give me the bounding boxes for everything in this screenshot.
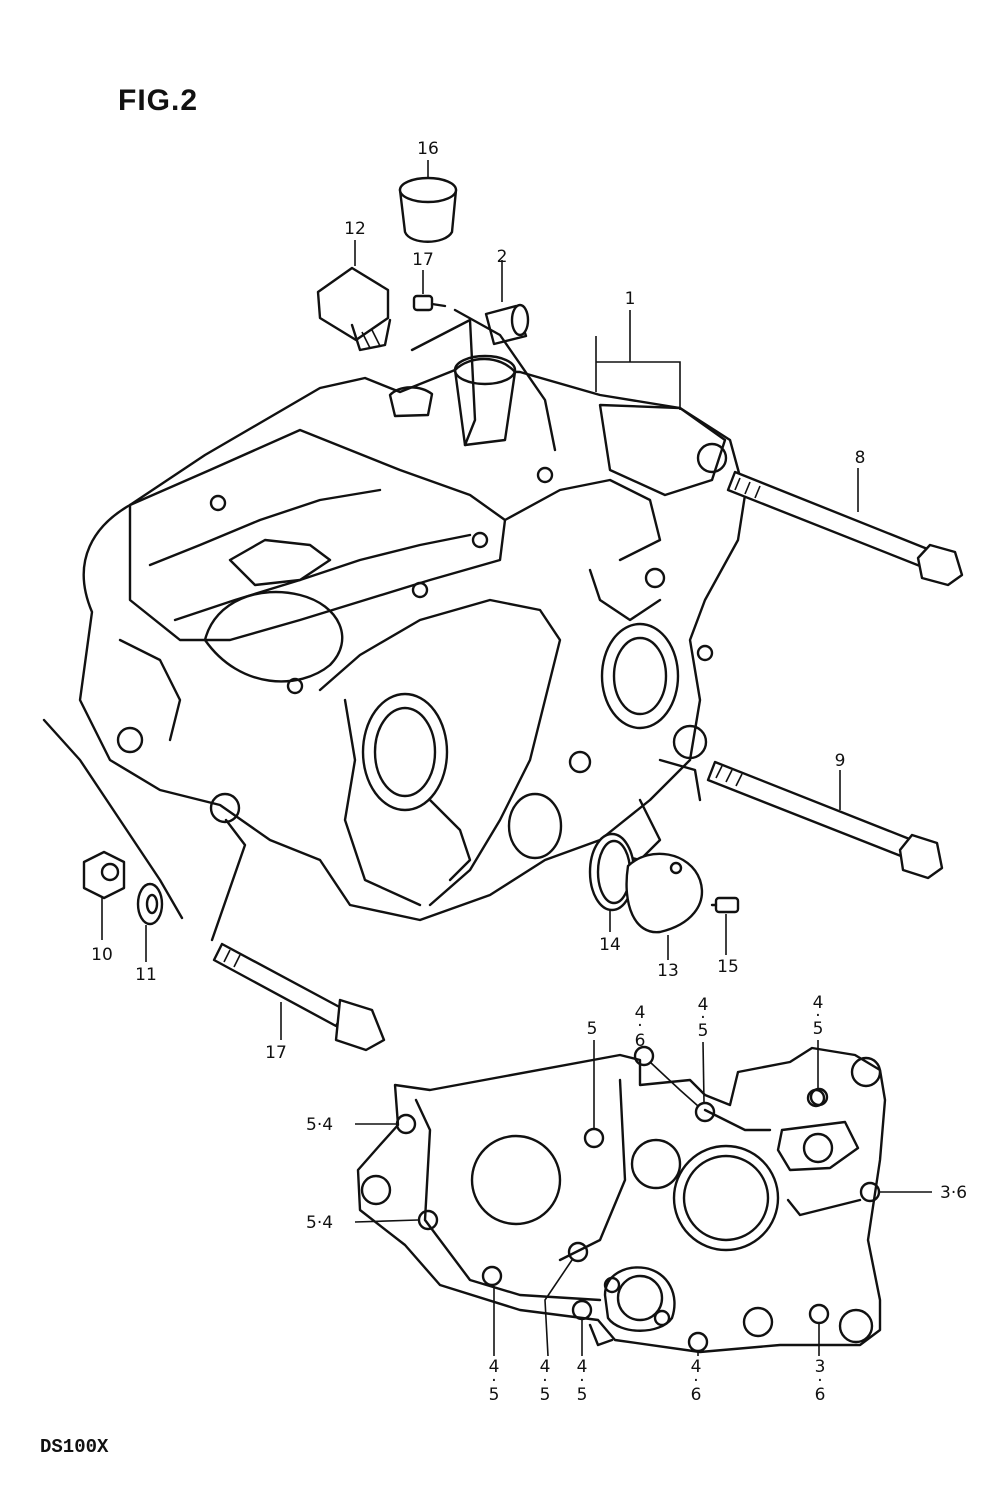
bolt-code-bot1-a: 4 (489, 1357, 500, 1377)
bolt-code-right-45-a: 4 (813, 993, 824, 1013)
bolt-code-dot: · (637, 1016, 642, 1036)
bolt-code-mid-45-b: 5 (698, 1021, 709, 1041)
callout-1: 1 (625, 289, 636, 309)
bolt-code-top-46-b: 6 (635, 1031, 646, 1051)
callout-12: 12 (344, 219, 366, 239)
callout-17-bottom: 17 (265, 1043, 287, 1063)
bolt-code-bot3-b: 5 (577, 1385, 588, 1405)
bolt-code-dot: · (491, 1371, 496, 1391)
bolt-code-bot1-b: 5 (489, 1385, 500, 1405)
dowel-2 (484, 303, 530, 346)
callout-9: 9 (835, 751, 846, 771)
bolt-code-dot: · (817, 1371, 822, 1391)
bolt-code-bot5-b: 6 (815, 1385, 826, 1405)
bolt-code-bot4-b: 6 (691, 1385, 702, 1405)
callout-15: 15 (717, 957, 739, 977)
bolt-code-left-54-a: 5·4 (306, 1115, 333, 1135)
callout-16: 16 (417, 139, 439, 159)
bolt-code-dot: · (579, 1371, 584, 1391)
screw-17-top (412, 294, 447, 312)
bolt-9 (706, 760, 944, 880)
callout-13: 13 (657, 961, 679, 981)
bolt-code-dot: · (700, 1008, 705, 1028)
bolt-code-top-46-a: 4 (635, 1003, 646, 1023)
washer-11 (136, 882, 164, 926)
callout-10: 10 (91, 945, 113, 965)
bolt-layout (356, 1045, 887, 1354)
bolt-code-bot5-a: 3 (815, 1357, 826, 1377)
bolt-17-bottom (212, 942, 386, 1052)
bolt-code-bot2-a: 4 (540, 1357, 551, 1377)
bolt-code-right-45-b: 5 (813, 1019, 824, 1039)
bolt-code-bot2-b: 5 (540, 1385, 551, 1405)
bolt-code-bot3-a: 4 (577, 1357, 588, 1377)
bolt-code-right-36: 3·6 (940, 1183, 967, 1203)
callout-8: 8 (855, 448, 866, 468)
model-code: DS100X (40, 1436, 109, 1458)
bolt-code-mid-45-a: 4 (698, 995, 709, 1015)
plug-16 (398, 176, 458, 243)
crankcase-assembly (78, 354, 747, 922)
bolt-code-dot: · (542, 1371, 547, 1391)
figure-title: FIG.2 (118, 84, 199, 117)
filler-cap-12 (316, 266, 392, 352)
bolt-code-dot: · (815, 1006, 820, 1026)
nut-10 (82, 850, 126, 900)
callout-11: 11 (135, 965, 157, 985)
cover-13 (625, 852, 703, 934)
callout-2: 2 (497, 247, 508, 267)
screw-15 (710, 896, 740, 914)
bolt-code-bot4-a: 4 (691, 1357, 702, 1377)
bolt-leaders (354, 1040, 932, 1357)
bolt-code-dot: · (693, 1371, 698, 1391)
callout-14: 14 (599, 935, 621, 955)
bolt-code-left-54-b: 5·4 (306, 1213, 333, 1233)
callout-17-top: 17 (412, 250, 434, 270)
bolt-8 (726, 470, 964, 587)
bolt-code-top-5: 5 (587, 1019, 598, 1039)
